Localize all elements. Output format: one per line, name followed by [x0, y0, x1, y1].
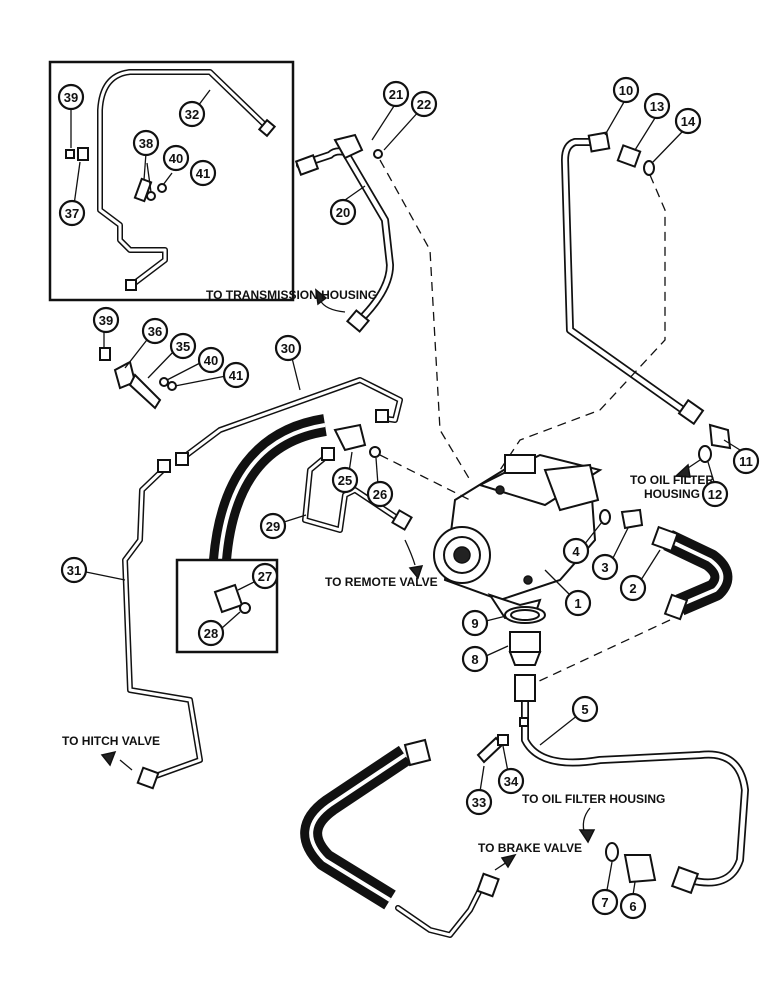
callout-1: 1 [564, 589, 592, 617]
callout-35: 35 [169, 332, 197, 360]
callout-27: 27 [251, 562, 279, 590]
svg-text:3: 3 [601, 560, 608, 575]
svg-text:29: 29 [266, 519, 280, 534]
callout-32: 32 [178, 100, 206, 128]
callout-22: 22 [410, 90, 438, 118]
callout-8: 8 [461, 645, 489, 673]
detail-box-27-28 [175, 558, 279, 654]
sensor-fittings [476, 717, 529, 799]
svg-text:36: 36 [148, 324, 162, 339]
label-to-oil-filter-upper-line2: HOUSING [644, 487, 700, 501]
svg-text:38: 38 [139, 136, 153, 151]
svg-text:39: 39 [64, 90, 78, 105]
svg-text:26: 26 [373, 487, 387, 502]
label-to-remote-valve: TO REMOTE VALVE [325, 575, 438, 589]
svg-text:40: 40 [204, 353, 218, 368]
callout-40-inset: 40 [162, 144, 190, 172]
svg-text:9: 9 [471, 616, 478, 631]
label-to-oil-filter-housing-lower: TO OIL FILTER HOUSING [522, 792, 665, 806]
svg-text:30: 30 [281, 341, 295, 356]
callout-14: 14 [674, 107, 702, 135]
svg-text:11: 11 [739, 454, 753, 469]
svg-text:4: 4 [572, 544, 580, 559]
callout-9: 9 [461, 609, 489, 637]
tube-5-assembly [514, 674, 749, 896]
svg-text:40: 40 [169, 151, 183, 166]
svg-text:25: 25 [338, 473, 352, 488]
pump-outlet-hose [519, 508, 733, 691]
tube-30-assembly [175, 357, 403, 466]
svg-text:5: 5 [581, 702, 588, 717]
callout-12: 12 [701, 480, 729, 508]
callout-2: 2 [619, 574, 647, 602]
svg-text:32: 32 [185, 107, 199, 122]
brake-valve-hose [300, 738, 500, 938]
callout-5: 5 [571, 695, 599, 723]
inset-detail-box [48, 60, 295, 302]
tube-31-assembly [85, 459, 203, 790]
svg-text:21: 21 [389, 87, 403, 102]
svg-text:7: 7 [601, 895, 608, 910]
svg-text:22: 22 [417, 97, 431, 112]
tee-fitting-assembly [209, 414, 471, 561]
callout-41: 41 [222, 361, 250, 389]
tube-20-assembly [294, 105, 471, 481]
svg-text:20: 20 [336, 205, 350, 220]
callout-31: 31 [60, 556, 88, 584]
svg-text:37: 37 [65, 206, 79, 221]
callout-3: 3 [591, 553, 619, 581]
callout-20: 20 [329, 198, 357, 226]
label-to-transmission-housing: TO TRANSMISSION HOUSING [206, 288, 377, 302]
svg-text:6: 6 [629, 899, 636, 914]
svg-text:39: 39 [99, 313, 113, 328]
direction-arrows [100, 288, 701, 871]
callout-33: 33 [465, 788, 493, 816]
svg-text:33: 33 [472, 795, 486, 810]
callout-39-inset: 39 [57, 83, 85, 111]
callout-11: 11 [732, 447, 760, 475]
callout-34: 34 [497, 767, 525, 795]
label-to-brake-valve: TO BRAKE VALVE [478, 841, 582, 855]
callout-38: 38 [132, 129, 160, 157]
callout-41-inset: 41 [189, 159, 217, 187]
svg-text:10: 10 [619, 83, 633, 98]
callout-4: 4 [562, 537, 590, 565]
svg-text:14: 14 [681, 114, 696, 129]
bracket-parts [99, 330, 227, 410]
tube-10-assembly [499, 101, 741, 483]
callout-37: 37 [58, 199, 86, 227]
svg-text:34: 34 [504, 774, 519, 789]
svg-text:31: 31 [67, 563, 81, 578]
svg-text:2: 2 [629, 581, 636, 596]
svg-text:28: 28 [204, 626, 218, 641]
pump-base-fittings [485, 606, 546, 666]
callout-25: 25 [331, 466, 359, 494]
svg-text:27: 27 [258, 569, 272, 584]
callout-30: 30 [274, 334, 302, 362]
tube-29-assembly [283, 447, 413, 533]
label-to-hitch-valve: TO HITCH VALVE [62, 734, 160, 748]
svg-text:35: 35 [176, 339, 190, 354]
callout-7: 7 [591, 888, 619, 916]
svg-text:41: 41 [229, 368, 243, 383]
svg-text:12: 12 [708, 487, 722, 502]
callout-40: 40 [197, 346, 225, 374]
label-to-oil-filter-upper-line1: TO OIL FILTER [630, 473, 714, 487]
callout-26: 26 [366, 480, 394, 508]
callout-13: 13 [643, 92, 671, 120]
svg-text:8: 8 [471, 652, 478, 667]
callout-39: 39 [92, 306, 120, 334]
callout-10: 10 [612, 76, 640, 104]
callout-28: 28 [197, 619, 225, 647]
callout-36: 36 [141, 317, 169, 345]
svg-text:1: 1 [574, 596, 581, 611]
callout-29: 29 [259, 512, 287, 540]
svg-text:13: 13 [650, 99, 664, 114]
svg-text:41: 41 [196, 166, 210, 181]
callout-21: 21 [382, 80, 410, 108]
callout-6: 6 [619, 892, 647, 920]
